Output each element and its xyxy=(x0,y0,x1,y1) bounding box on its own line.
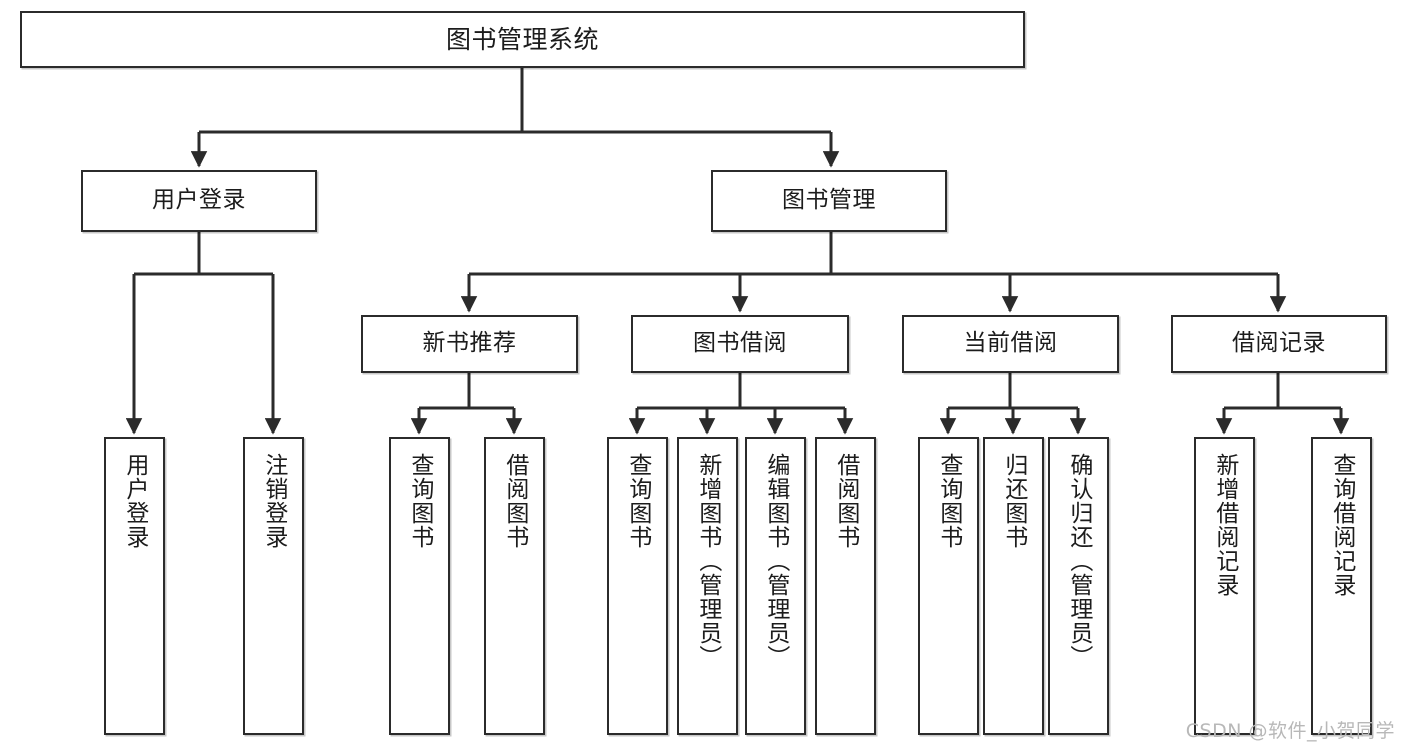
node-label: 图书管理 xyxy=(782,187,876,214)
node-label: 查询图书 xyxy=(935,453,962,549)
node-label: 借阅图书 xyxy=(832,453,859,549)
leaf-record-query-record[interactable]: 查询借阅记录 xyxy=(1311,437,1372,735)
node-label: 查询借阅记录 xyxy=(1328,453,1355,597)
leaf-record-add-record[interactable]: 新增借阅记录 xyxy=(1194,437,1255,735)
node-label: 查询图书 xyxy=(624,453,651,549)
node-label: 编辑图书（管理员） xyxy=(762,453,789,669)
node-book-borrow[interactable]: 图书借阅 xyxy=(631,315,849,373)
node-label: 归还图书 xyxy=(1000,453,1027,549)
node-label: 新增借阅记录 xyxy=(1211,453,1238,597)
node-current-borrow[interactable]: 当前借阅 xyxy=(902,315,1119,373)
node-label: 新书推荐 xyxy=(422,330,517,357)
leaf-current-confirm-return[interactable]: 确认归还（管理员） xyxy=(1048,437,1109,735)
leaf-user-login-login[interactable]: 用户登录 xyxy=(104,437,165,735)
leaf-borrow-query-book[interactable]: 查询图书 xyxy=(607,437,668,735)
leaf-current-return-book[interactable]: 归还图书 xyxy=(983,437,1044,735)
node-label: 用户登录 xyxy=(121,453,148,549)
node-user-login[interactable]: 用户登录 xyxy=(81,170,317,232)
node-label: 图书管理系统 xyxy=(445,24,599,54)
node-label: 确认归还（管理员） xyxy=(1065,453,1092,669)
node-new-book-recommend[interactable]: 新书推荐 xyxy=(361,315,578,373)
node-borrow-record[interactable]: 借阅记录 xyxy=(1171,315,1387,373)
leaf-recommend-borrow-book[interactable]: 借阅图书 xyxy=(484,437,545,735)
node-label: 图书借阅 xyxy=(693,330,787,357)
node-label: 新增图书（管理员） xyxy=(694,453,721,669)
node-label: 用户登录 xyxy=(152,187,246,214)
leaf-user-login-logout[interactable]: 注销登录 xyxy=(243,437,304,735)
leaf-borrow-edit-book[interactable]: 编辑图书（管理员） xyxy=(745,437,806,735)
node-label: 当前借阅 xyxy=(963,330,1058,357)
leaf-recommend-query-book[interactable]: 查询图书 xyxy=(389,437,450,735)
csdn-watermark: CSDN @软件_小贺同学 xyxy=(1185,720,1395,742)
leaf-current-query-book[interactable]: 查询图书 xyxy=(918,437,979,735)
node-label: 注销登录 xyxy=(260,453,287,549)
node-label: 借阅图书 xyxy=(501,453,528,549)
node-root-system[interactable]: 图书管理系统 xyxy=(20,11,1025,68)
leaf-borrow-borrow-book[interactable]: 借阅图书 xyxy=(815,437,876,735)
node-label: 查询图书 xyxy=(406,453,433,549)
leaf-borrow-add-book[interactable]: 新增图书（管理员） xyxy=(677,437,738,735)
node-book-management[interactable]: 图书管理 xyxy=(711,170,947,232)
node-label: 借阅记录 xyxy=(1232,330,1326,357)
